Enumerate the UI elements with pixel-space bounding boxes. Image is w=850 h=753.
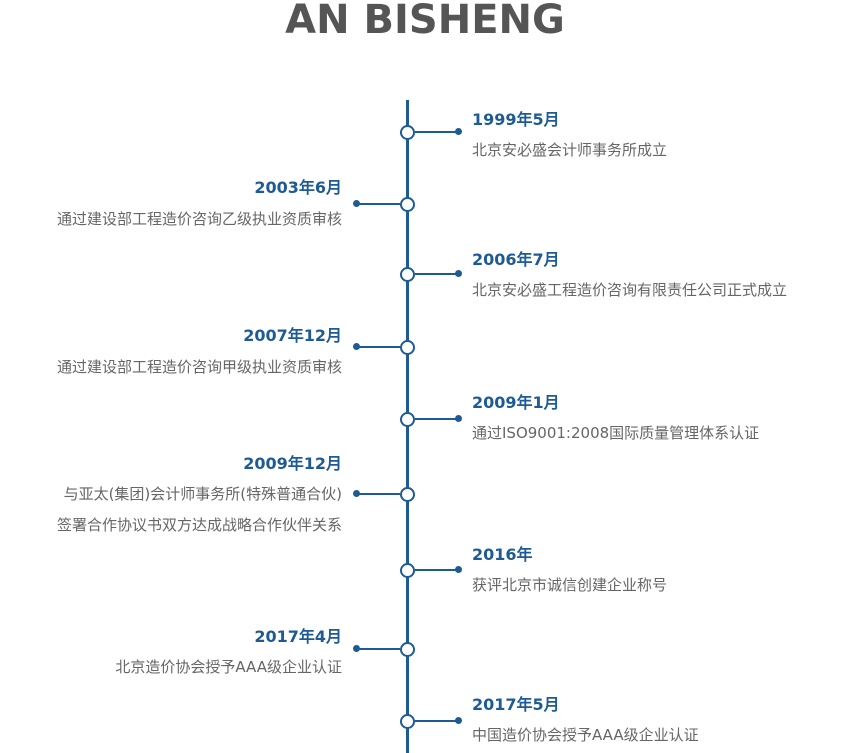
timeline-dot (455, 415, 462, 422)
timeline-connector (358, 648, 400, 650)
timeline-node (400, 487, 415, 502)
timeline-dot (455, 270, 462, 277)
event-date: 2016年 (472, 545, 533, 564)
timeline-dot (455, 717, 462, 724)
timeline-node (400, 563, 415, 578)
event-date: 2007年12月 (243, 326, 342, 345)
timeline-connector (415, 418, 457, 420)
page-title: AN BISHENG (285, 0, 565, 43)
event-date: 2017年4月 (254, 627, 342, 646)
timeline-dot (353, 645, 360, 652)
event-date: 2006年7月 (472, 250, 560, 269)
event-date: 2017年5月 (472, 695, 560, 714)
timeline-node (400, 125, 415, 140)
timeline-node (400, 642, 415, 657)
event-description: 通过ISO9001:2008国际质量管理体系认证 (472, 424, 760, 442)
timeline-connector (358, 346, 400, 348)
timeline-connector (415, 569, 457, 571)
event-description: 通过建设部工程造价咨询乙级执业资质审核 (56, 210, 342, 228)
timeline-dot (353, 490, 360, 497)
timeline-node (400, 267, 415, 282)
timeline-connector (358, 493, 400, 495)
timeline-node (400, 412, 415, 427)
event-description: 北京造价协会授予AAA级企业认证 (115, 658, 342, 676)
event-description: 与亚太(集团)会计师事务所(特殊普通合伙) (63, 485, 342, 503)
timeline-dot (353, 200, 360, 207)
event-description: 北京安必盛工程造价咨询有限责任公司正式成立 (472, 281, 788, 299)
event-date: 1999年5月 (472, 110, 560, 129)
timeline-dot (455, 128, 462, 135)
event-description-line-2: 签署合作协议书双方达成战略合作伙伴关系 (56, 516, 342, 534)
timeline-connector (415, 720, 457, 722)
timeline-node (400, 197, 415, 212)
event-date: 2009年12月 (243, 454, 342, 473)
event-description: 中国造价协会授予AAA级企业认证 (472, 726, 699, 744)
timeline-connector (358, 203, 400, 205)
timeline-dot (353, 343, 360, 350)
timeline-node (400, 340, 415, 355)
event-description: 获评北京市诚信创建企业称号 (472, 576, 668, 594)
timeline-dot (455, 566, 462, 573)
event-description: 北京安必盛会计师事务所成立 (472, 141, 668, 159)
event-date: 2003年6月 (254, 178, 342, 197)
timeline-connector (415, 131, 457, 133)
event-description: 通过建设部工程造价咨询甲级执业资质审核 (56, 358, 342, 376)
event-date: 2009年1月 (472, 393, 560, 412)
timeline-node (400, 714, 415, 729)
timeline-connector (415, 273, 457, 275)
